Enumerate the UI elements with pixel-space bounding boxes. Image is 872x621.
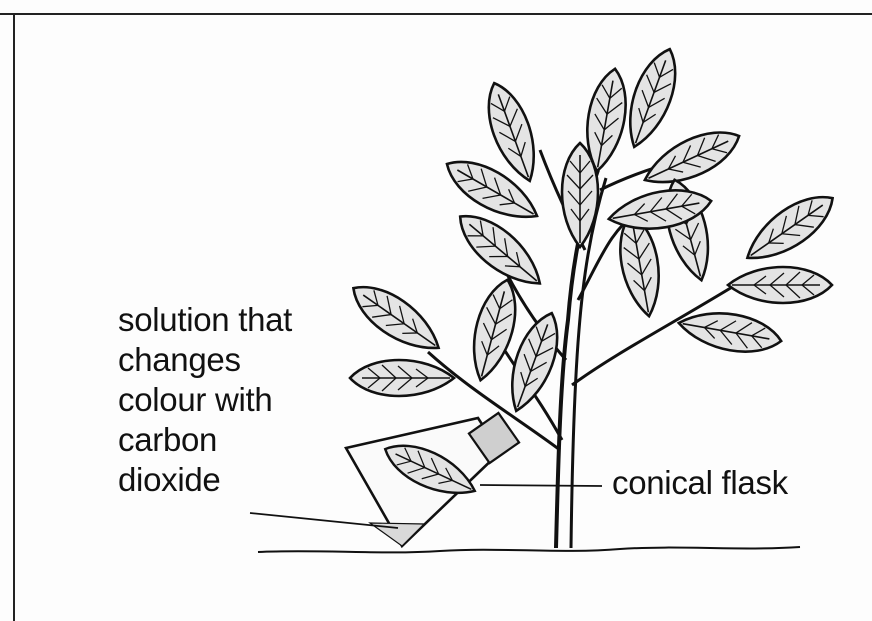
leaf <box>728 267 832 303</box>
ground-line <box>258 547 800 552</box>
solution-label-line: changes <box>118 340 292 380</box>
flask-pointer-line <box>480 485 602 486</box>
solution-pointer-line <box>250 513 398 528</box>
leaf <box>617 43 686 153</box>
solution-label-line: carbon <box>118 420 292 460</box>
leaf <box>676 305 785 359</box>
leaf <box>350 360 454 396</box>
solution-label: solution that changes colour with carbon… <box>118 300 292 500</box>
leaf <box>737 183 843 272</box>
solution-label-line: dioxide <box>118 460 292 500</box>
conical-flask-label: conical flask <box>612 463 788 503</box>
leaf <box>343 273 449 362</box>
solution-label-line: colour with <box>118 380 292 420</box>
solution-label-line: solution that <box>118 300 292 340</box>
